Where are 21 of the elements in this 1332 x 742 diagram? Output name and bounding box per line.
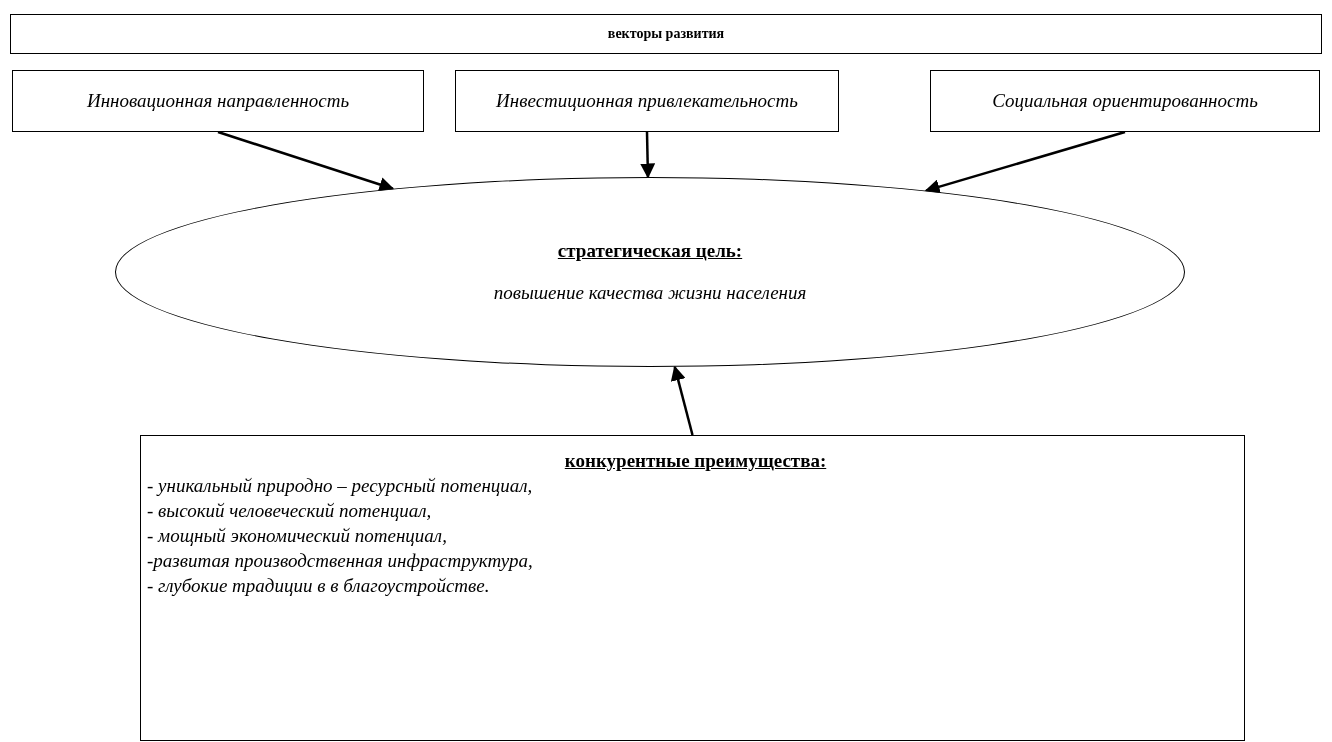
header-bar <box>10 14 1322 54</box>
label: Социальная ориентированность <box>992 90 1258 112</box>
list-item: - уникальный природно – ресурсный потенциал, <box>147 474 534 498</box>
vector-box <box>930 70 1320 132</box>
label: повышение качества жизни населения <box>493 282 807 304</box>
list-item: -развитая производственная инфраструктура, <box>147 549 534 573</box>
arrow <box>670 365 694 436</box>
arrow <box>924 130 1126 194</box>
label: векторы развития <box>607 25 725 43</box>
advantages-box <box>140 435 1245 741</box>
label: Инновационная направленность <box>86 90 350 112</box>
heading: конкурентные преимущества: <box>563 449 828 473</box>
arrow <box>640 131 656 179</box>
arrow <box>217 130 395 192</box>
list-item: - мощный экономический потенциал, <box>147 524 448 548</box>
heading: стратегическая цель: <box>557 240 743 262</box>
list-item: - глубокие традиции в в благоустройстве. <box>147 574 491 598</box>
vector-box <box>455 70 839 132</box>
label: Инвестиционная привлекательность <box>496 90 798 112</box>
vector-box <box>12 70 424 132</box>
list-item: - высокий человеческий потенциал, <box>147 499 433 523</box>
